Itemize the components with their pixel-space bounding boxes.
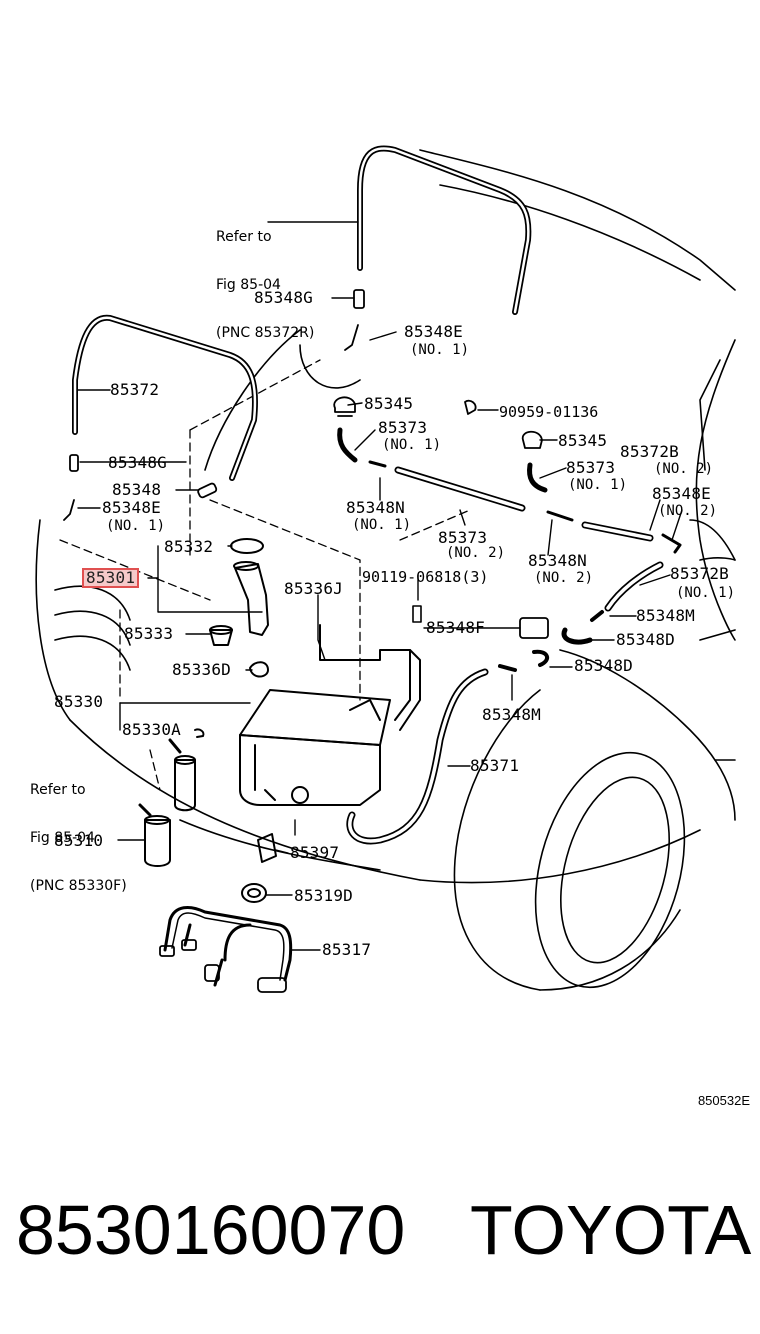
small-fittings — [64, 290, 542, 520]
label-85301-highlighted[interactable]: 85301 — [82, 568, 140, 588]
label-85372b-b-sub: (NO. 1) — [676, 585, 736, 601]
ref-note-top: Refer to Fig 85-04 (PNC 85372R) — [216, 197, 314, 357]
label-85336j: 85336J — [284, 579, 343, 598]
ref-note-top-line1: Refer to — [216, 229, 272, 245]
label-85345-b: 85345 — [558, 431, 608, 450]
label-85348d-a: 85348D — [616, 630, 675, 649]
label-85372b-b: 85372B — [670, 564, 729, 583]
label-85348n-a: 85348N — [346, 498, 405, 517]
label-85373-b-sub: (NO. 1) — [568, 477, 628, 493]
label-85373-a: 85373 — [378, 418, 428, 437]
dashed-boundaries — [60, 360, 470, 790]
label-85348e-mid-sub: (NO. 1) — [106, 518, 166, 534]
hose-85373-right — [530, 465, 545, 490]
label-85345-a: 85345 — [364, 394, 414, 413]
label-85373-c-sub: (NO. 2) — [446, 545, 506, 561]
label-85348d-b: 85348D — [574, 656, 633, 675]
part-number: 8530160070 — [16, 1191, 406, 1269]
label-90119: 90119-06818(3) — [362, 568, 489, 586]
ref-note-top-line2: Fig 85-04 — [216, 277, 281, 293]
label-85333: 85333 — [124, 624, 174, 643]
label-85310: 85310 — [54, 831, 104, 850]
label-85348g-top: 85348G — [254, 288, 313, 307]
leader-lines — [78, 222, 682, 950]
label-85317: 85317 — [322, 940, 372, 959]
hose-85348d — [564, 630, 590, 642]
ref-note-left-line3: (PNC 85330F) — [30, 878, 127, 894]
label-90959: 90959-01136 — [499, 403, 599, 421]
label-85348n-b: 85348N — [528, 551, 587, 570]
label-85330: 85330 — [54, 692, 104, 711]
ref-note-left-line1: Refer to — [30, 782, 86, 798]
label-85330a: 85330A — [122, 720, 181, 739]
label-85371: 85371 — [470, 756, 520, 775]
label-85336d: 85336D — [172, 660, 231, 679]
ref-note-top-line3: (PNC 85372R) — [216, 325, 315, 341]
label-85319d: 85319D — [294, 886, 353, 905]
hose-85373-no1 — [340, 430, 355, 460]
label-85373-c: 85373 — [438, 528, 488, 547]
label-85348e-mid: 85348E — [102, 498, 161, 517]
footer: 8530160070 TOYOTA — [0, 1190, 760, 1280]
label-85348g-mid: 85348G — [108, 453, 167, 472]
label-85348e-right: 85348E — [652, 484, 711, 503]
label-85373-a-sub: (NO. 1) — [382, 437, 442, 453]
ref-note-left-line2: Fig 85-04 — [30, 830, 95, 846]
label-85348e-right-sub: (NO. 2) — [658, 503, 718, 519]
ref-note-left: Refer to Fig 85-04 (PNC 85330F) — [30, 750, 127, 910]
filler-neck — [210, 539, 268, 677]
washer-pumps — [140, 729, 276, 902]
label-85348n-b-sub: (NO. 2) — [534, 570, 594, 586]
label-85373-b: 85373 — [566, 458, 616, 477]
hose-85372r — [360, 148, 528, 312]
label-85348m-a: 85348M — [636, 606, 695, 625]
label-85397: 85397 — [290, 843, 340, 862]
wire-harness — [160, 907, 291, 992]
figure-code: 850532E — [697, 1093, 750, 1108]
label-85372b-a: 85372B — [620, 442, 679, 461]
label-85348n-a-sub: (NO. 1) — [352, 517, 412, 533]
label-85348e-top-sub: (NO. 1) — [410, 342, 470, 358]
label-85372b-a-sub: (NO. 2) — [654, 461, 714, 477]
label-85348m-b: 85348M — [482, 705, 541, 724]
hose-85372b-no1 — [608, 565, 660, 608]
brand-name: TOYOTA — [470, 1191, 752, 1269]
label-85372: 85372 — [110, 380, 160, 399]
label-85332: 85332 — [164, 537, 214, 556]
washer-tank — [240, 625, 420, 805]
label-85348e-top: 85348E — [404, 322, 463, 341]
label-85348f: 85348F — [426, 618, 485, 637]
label-85348: 85348 — [112, 480, 162, 499]
